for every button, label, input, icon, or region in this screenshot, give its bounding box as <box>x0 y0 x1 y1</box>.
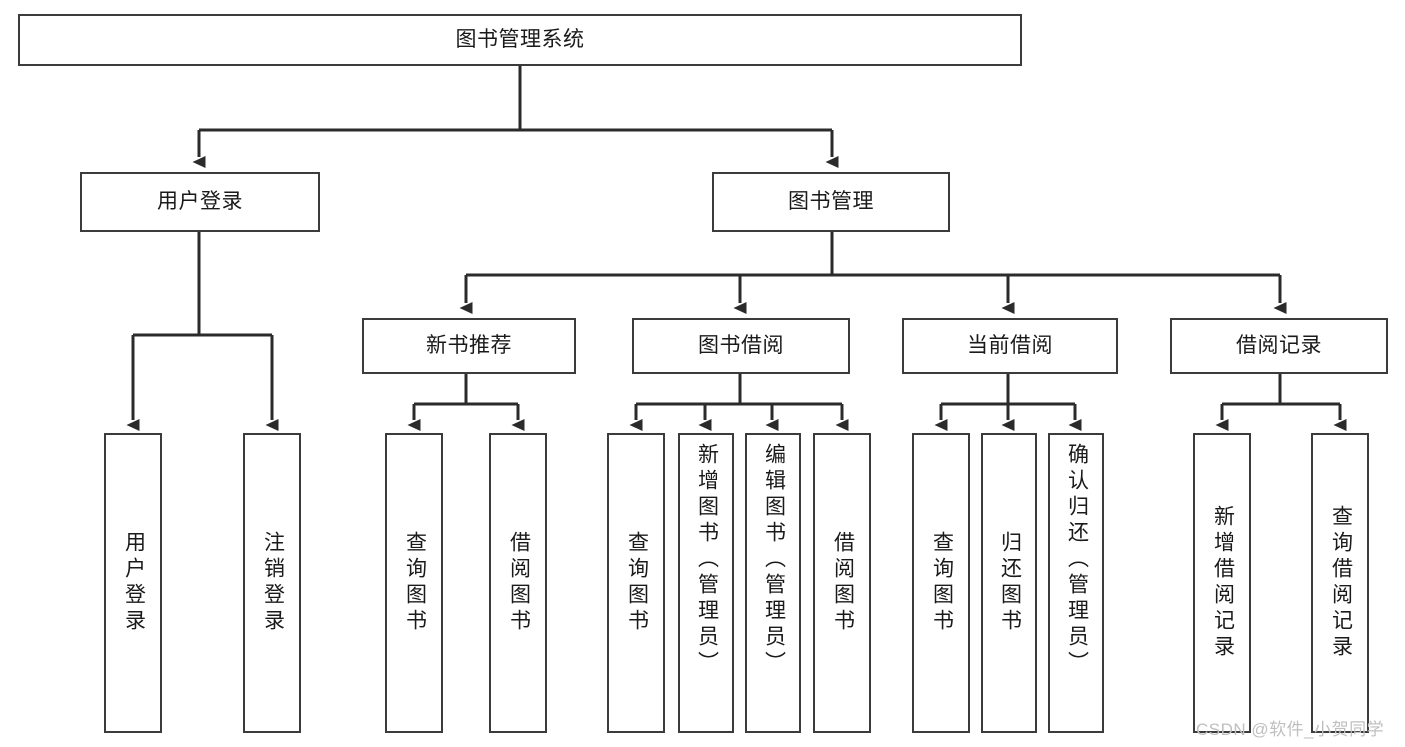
node-leaf-query-borrow-record-label: 查询借阅记录 <box>1329 505 1353 661</box>
node-leaf-edit-book-admin[interactable]: 编辑图书（管理员） <box>745 433 801 733</box>
node-leaf-query-book-3[interactable]: 查询图书 <box>912 433 970 733</box>
node-leaf-user-login-label: 用户登录 <box>122 531 146 635</box>
node-leaf-user-login[interactable]: 用户登录 <box>104 433 162 733</box>
node-leaf-query-borrow-record[interactable]: 查询借阅记录 <box>1311 433 1369 733</box>
node-leaf-borrow-book-1-label: 借阅图书 <box>507 531 531 635</box>
node-leaf-edit-book-admin-label: 编辑图书（管理员） <box>762 443 786 677</box>
node-leaf-add-book-admin[interactable]: 新增图书（管理员） <box>678 433 734 733</box>
node-borrow-record-label: 借阅记录 <box>1236 334 1322 358</box>
node-leaf-query-book-2[interactable]: 查询图书 <box>607 433 665 733</box>
node-new-book-recommend-label: 新书推荐 <box>426 334 512 358</box>
node-book-manage[interactable]: 图书管理 <box>712 172 950 232</box>
node-user-login[interactable]: 用户登录 <box>80 172 320 232</box>
node-leaf-return-book[interactable]: 归还图书 <box>981 433 1037 733</box>
node-book-borrow-label: 图书借阅 <box>698 334 784 358</box>
node-root[interactable]: 图书管理系统 <box>18 14 1022 66</box>
node-current-borrow[interactable]: 当前借阅 <box>902 318 1118 374</box>
node-book-manage-label: 图书管理 <box>788 190 874 214</box>
node-borrow-record[interactable]: 借阅记录 <box>1170 318 1388 374</box>
node-root-label: 图书管理系统 <box>455 28 585 52</box>
node-leaf-query-book-1[interactable]: 查询图书 <box>385 433 443 733</box>
node-leaf-return-book-label: 归还图书 <box>998 531 1022 635</box>
node-leaf-query-book-3-label: 查询图书 <box>930 531 954 635</box>
node-book-borrow[interactable]: 图书借阅 <box>632 318 850 374</box>
node-leaf-query-book-1-label: 查询图书 <box>403 531 427 635</box>
node-leaf-confirm-return-admin[interactable]: 确认归还（管理员） <box>1048 433 1104 733</box>
node-leaf-borrow-book-2[interactable]: 借阅图书 <box>813 433 871 733</box>
watermark-label: CSDN @软件_小贺同学 <box>1196 720 1385 739</box>
node-leaf-logout-login[interactable]: 注销登录 <box>243 433 301 733</box>
node-leaf-add-book-admin-label: 新增图书（管理员） <box>695 443 719 677</box>
node-leaf-add-borrow-record[interactable]: 新增借阅记录 <box>1193 433 1251 733</box>
node-leaf-confirm-return-admin-label: 确认归还（管理员） <box>1065 443 1089 677</box>
node-leaf-borrow-book-1[interactable]: 借阅图书 <box>489 433 547 733</box>
node-leaf-logout-login-label: 注销登录 <box>261 531 285 635</box>
node-new-book-recommend[interactable]: 新书推荐 <box>362 318 576 374</box>
node-current-borrow-label: 当前借阅 <box>967 334 1053 358</box>
node-leaf-borrow-book-2-label: 借阅图书 <box>831 531 855 635</box>
node-leaf-query-book-2-label: 查询图书 <box>625 531 649 635</box>
node-user-login-label: 用户登录 <box>157 190 243 214</box>
node-leaf-add-borrow-record-label: 新增借阅记录 <box>1211 505 1235 661</box>
